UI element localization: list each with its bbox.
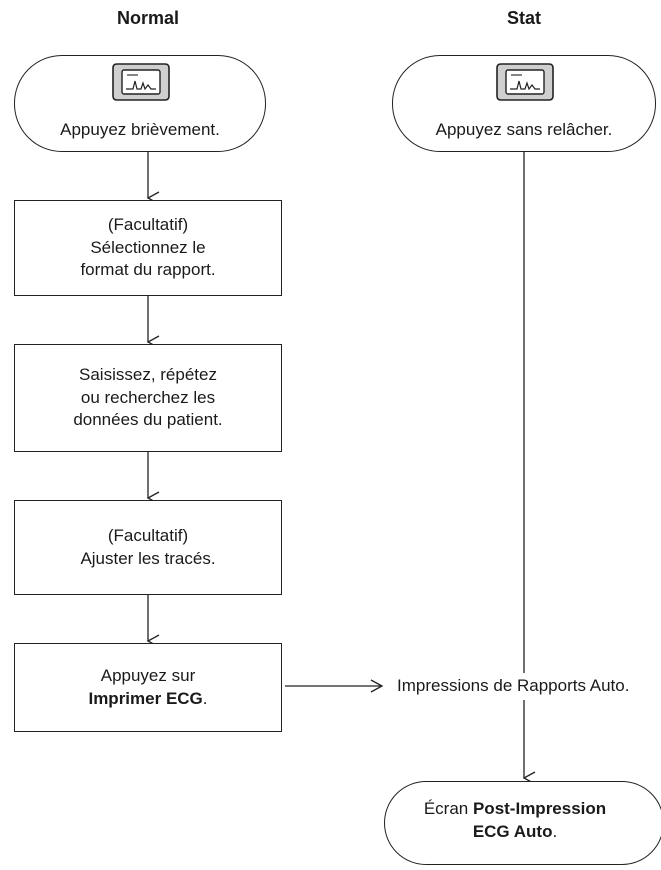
column-title-normal: Normal <box>116 8 179 28</box>
step-adjust-traces: (Facultatif) Ajuster les tracés. <box>14 500 282 595</box>
step-report-format: (Facultatif) Sélectionnez le format du r… <box>14 200 282 296</box>
stat-start-terminator: Appuyez sans relâcher. <box>392 55 656 152</box>
auto-print-label: Impressions de Rapports Auto. <box>397 676 630 695</box>
print-ecg-key-label: Imprimer ECG <box>88 688 203 708</box>
column-title-stat: Stat <box>506 8 541 28</box>
end-terminator: Écran Post-Impression ECG Auto. <box>384 781 661 865</box>
end-text-bold2: ECG Auto <box>472 821 553 841</box>
end-text-prefix: Écran <box>423 799 473 818</box>
step-line: format du rapport. <box>80 260 216 280</box>
end-text-suffix: . <box>552 821 558 841</box>
ecg-key-icon <box>112 63 170 101</box>
step-line: données du patient. <box>73 410 223 430</box>
step-line: ou recherchez les <box>80 387 216 407</box>
step-patient-data: Saisissez, répétez ou recherchez les don… <box>14 344 282 452</box>
step-print-ecg: Appuyez sur Imprimer ECG. <box>14 643 282 732</box>
normal-start-text: Appuyez brièvement. <box>60 120 220 139</box>
step-line: (Facultatif) <box>107 525 189 545</box>
punctuation: . <box>202 688 208 708</box>
ecg-key-icon <box>496 63 554 101</box>
end-text-bold1: Post-Impression <box>472 799 607 818</box>
normal-start-terminator: Appuyez brièvement. <box>14 55 266 152</box>
step-line: Appuyez sur <box>100 665 196 685</box>
step-line: Ajuster les tracés. <box>80 548 216 568</box>
step-line: Sélectionnez le <box>90 237 206 257</box>
stat-start-text: Appuyez sans relâcher. <box>435 120 613 139</box>
step-line: (Facultatif) <box>107 215 189 235</box>
step-line: Saisissez, répétez <box>79 365 217 385</box>
